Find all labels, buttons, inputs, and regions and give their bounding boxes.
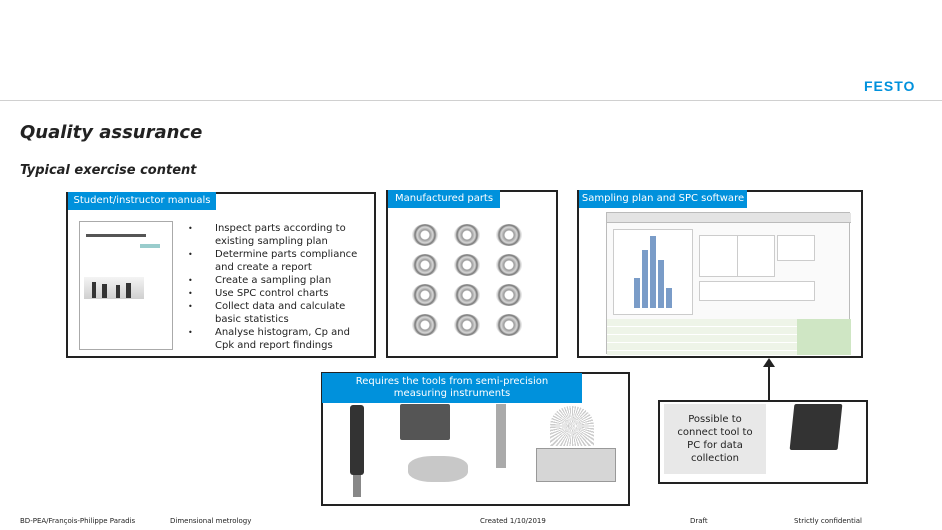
software-screenshot — [606, 212, 851, 355]
thread-gauge-photo — [408, 456, 468, 482]
depth-gauge-photo — [400, 404, 450, 440]
manuals-label: Student/instructor manuals — [68, 192, 216, 210]
connect-label: Possible to connect tool to PC for data … — [664, 404, 766, 474]
footer-created: Created 1/10/2019 — [480, 517, 546, 525]
footer-author: BD-PEA/François-Philippe Paradis — [20, 517, 136, 525]
feeler-gauge-photo — [550, 406, 594, 446]
laptop-photo — [789, 404, 843, 450]
page-subtitle: Typical exercise content — [20, 163, 197, 178]
page-title: Quality assurance — [20, 122, 203, 143]
connection-arrow — [768, 366, 770, 402]
festo-logo: FESTO — [864, 78, 916, 94]
list-item: Analyse histogram, Cp and Cpk and report… — [188, 326, 368, 352]
footer-confidentiality: Strictly confidential — [794, 517, 863, 525]
manuals-bullet-list: Inspect parts according to existing samp… — [188, 222, 368, 352]
arrow-head-icon — [763, 358, 775, 367]
parts-label: Manufactured parts — [388, 190, 500, 208]
manual-cover-image — [79, 221, 173, 350]
list-item: Inspect parts according to existing samp… — [188, 222, 368, 248]
list-item: Collect data and calculate basic statist… — [188, 300, 368, 326]
micrometer-photo — [340, 405, 376, 497]
gauge-block-photo — [536, 448, 616, 482]
list-item: Create a sampling plan — [188, 274, 368, 287]
software-label: Sampling plan and SPC software — [579, 190, 747, 208]
parts-photo — [412, 224, 536, 342]
footer-status: Draft — [690, 517, 708, 525]
list-item: Determine parts compliance and create a … — [188, 248, 368, 274]
caliper-photo — [496, 404, 506, 468]
footer-topic: Dimensional metrology — [170, 517, 252, 525]
header-divider — [0, 100, 942, 101]
list-item: Use SPC control charts — [188, 287, 368, 300]
tools-label: Requires the tools from semi-precision m… — [322, 373, 582, 403]
